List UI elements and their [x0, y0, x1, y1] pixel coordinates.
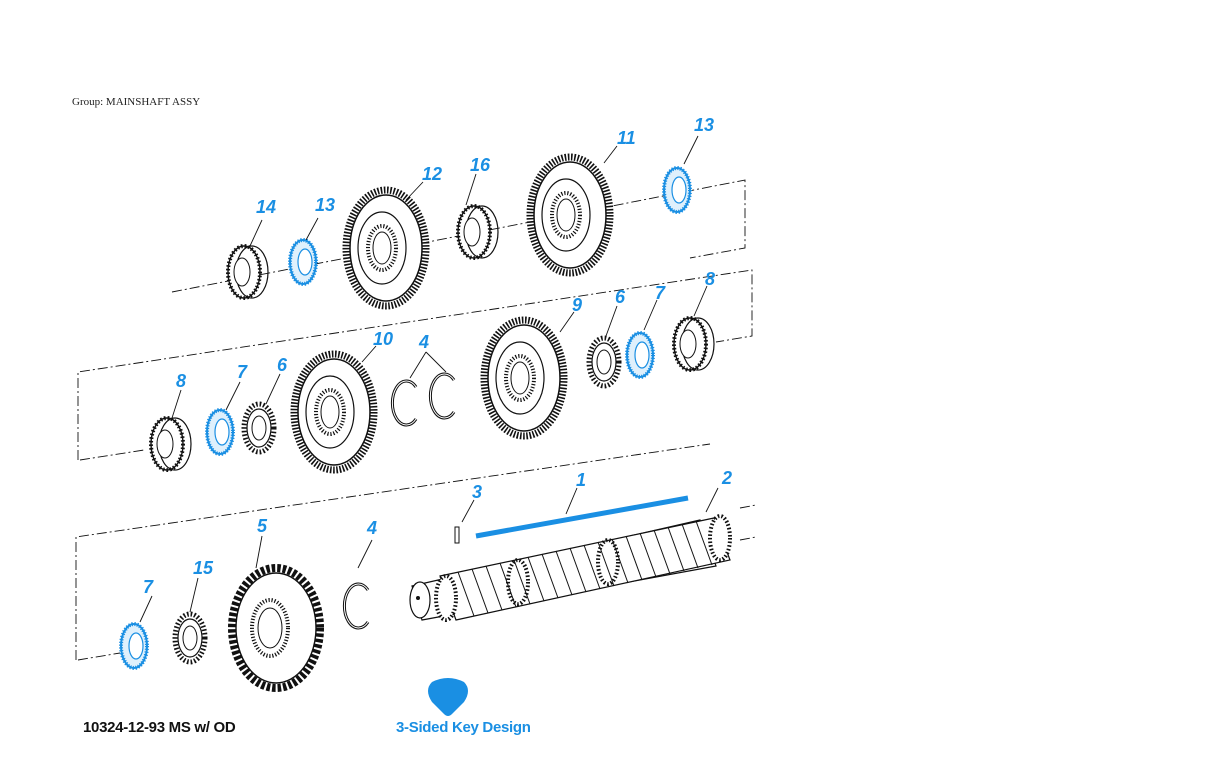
key-1: [475, 495, 689, 539]
sliding-clutch-8-right: [672, 316, 716, 372]
bushing-16: [456, 204, 500, 260]
callout-7-right: 7: [655, 283, 666, 303]
callout-16: 16: [470, 155, 491, 175]
callout-10: 10: [373, 329, 393, 349]
gear-9: [484, 320, 564, 436]
gear-11: [530, 157, 610, 273]
key-design-note: 3-Sided Key Design: [396, 719, 531, 736]
snap-ring-4a: [390, 379, 418, 427]
gear-12: [346, 190, 426, 306]
mainshaft-2: [409, 514, 732, 622]
callout-13-top: 13: [694, 115, 714, 135]
washer-7-right: [625, 331, 655, 379]
callout-7-bottom: 7: [143, 577, 154, 597]
group-label: Group: MAINSHAFT ASSY: [72, 96, 201, 108]
callout-7-left: 7: [237, 362, 248, 382]
washer-7-bottom: [119, 622, 149, 670]
washer-13-left: [288, 238, 318, 286]
gear-10: [294, 354, 374, 470]
callout-12: 12: [422, 164, 442, 184]
row-1-assembly: [171, 135, 746, 306]
callout-5: 5: [257, 516, 268, 536]
washer-13-right: [662, 166, 692, 214]
callout-4-middle: 4: [418, 332, 429, 352]
synchro-6-left: [244, 404, 274, 452]
snap-ring-4-bottom: [342, 582, 370, 630]
sliding-clutch-8-left: [149, 416, 193, 472]
row-3-assembly: [75, 443, 757, 692]
synchro-6-right: [589, 338, 619, 386]
callout-2: 2: [721, 468, 732, 488]
callout-11: 11: [617, 128, 636, 148]
pin-3: [454, 526, 460, 544]
sliding-clutch-14: [226, 244, 270, 300]
drawing-id: 10324-12-93 MS w/ OD: [83, 719, 236, 736]
callout-labels: 13 11 16 12 13 14 8 7 6 9 10 4 8 7 6 3 1…: [143, 115, 732, 597]
washer-7-left: [205, 408, 235, 456]
callout-13-left: 13: [315, 195, 335, 215]
row-2-assembly: [77, 269, 753, 472]
callout-8-left: 8: [176, 371, 186, 391]
callout-6-left: 6: [277, 355, 288, 375]
callout-8-right: 8: [705, 269, 715, 289]
snap-ring-4b: [428, 372, 456, 420]
callout-4-bottom: 4: [366, 518, 377, 538]
callout-9: 9: [572, 295, 582, 315]
callout-3: 3: [472, 482, 482, 502]
callout-6-right: 6: [615, 287, 626, 307]
gear-5: [228, 564, 324, 692]
three-sided-key-icon: [428, 678, 468, 716]
callout-1: 1: [576, 470, 586, 490]
gear-15: [175, 614, 205, 662]
callout-14: 14: [256, 197, 276, 217]
callout-15: 15: [193, 558, 214, 578]
